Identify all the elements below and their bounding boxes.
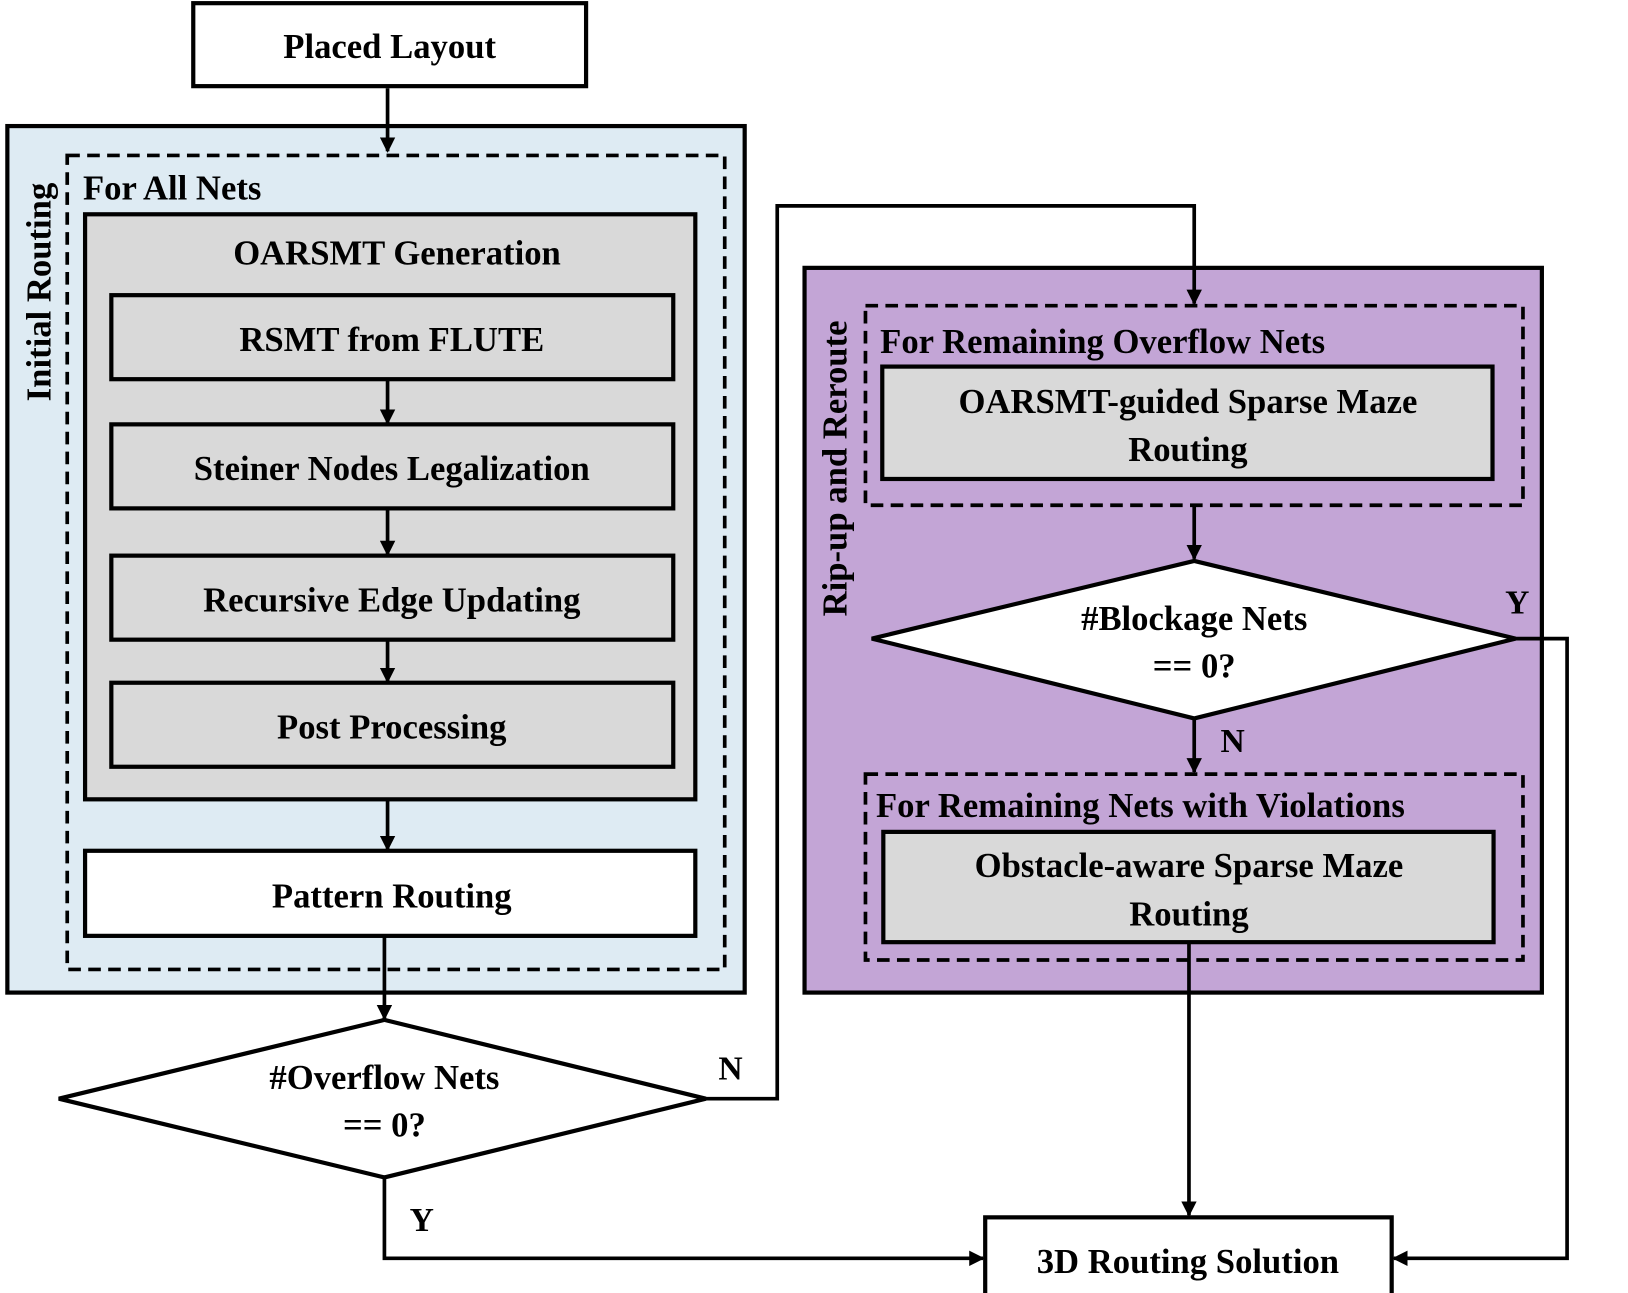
post-processing-box bbox=[109, 680, 676, 769]
overflow-yes-label: Y bbox=[410, 1202, 434, 1239]
blockage-no-label: N bbox=[1220, 723, 1244, 760]
post-processing-label: Post Processing bbox=[277, 708, 506, 746]
overflow-decision-diamond bbox=[58, 1017, 707, 1180]
obstacle-aware-label-line2: Routing bbox=[1129, 895, 1248, 933]
arrow-blockage-yes bbox=[1392, 636, 1569, 1267]
for-all-nets-label: For All Nets bbox=[83, 170, 261, 208]
obstacle-aware-label-line1: Obstacle-aware Sparse Maze bbox=[975, 847, 1404, 885]
blockage-yes-label: Y bbox=[1505, 584, 1529, 621]
overflow-no-label: N bbox=[718, 1051, 742, 1088]
remaining-overflow-label: For Remaining Overflow Nets bbox=[880, 323, 1325, 361]
overflow-decision-line2: == 0? bbox=[343, 1106, 426, 1144]
rsmt-from-flute-box bbox=[109, 293, 676, 382]
blockage-decision-line2: == 0? bbox=[1153, 647, 1236, 685]
remaining-violations-loop bbox=[863, 772, 1525, 962]
routing-solution-label: 3D Routing Solution bbox=[1037, 1243, 1339, 1281]
rip-up-reroute-title: Rip-up and Reroute bbox=[817, 321, 855, 617]
oarsmt-guided-label-line1: OARSMT-guided Sparse Maze bbox=[958, 383, 1417, 421]
routing-solution-node: 3D Routing Solution bbox=[983, 1215, 1394, 1293]
recursive-edge-label: Recursive Edge Updating bbox=[203, 581, 580, 619]
connectors bbox=[376, 88, 1569, 1267]
obstacle-aware-box bbox=[881, 829, 1496, 945]
placed-layout-label: Placed Layout bbox=[283, 28, 496, 66]
remaining-overflow-loop bbox=[863, 303, 1525, 508]
overflow-decision-line1: #Overflow Nets bbox=[269, 1059, 499, 1097]
steiner-legalization-label: Steiner Nodes Legalization bbox=[194, 450, 590, 488]
remaining-violations-label: For Remaining Nets with Violations bbox=[876, 787, 1405, 825]
blockage-decision-line1: #Blockage Nets bbox=[1081, 600, 1307, 638]
rip-up-reroute-group: Rip-up and Reroute For Remaining Overflo… bbox=[802, 265, 1544, 995]
oarsmt-generation-label: OARSMT Generation bbox=[233, 235, 561, 273]
initial-routing-group: Initial Routing For All Nets OARSMT Gene… bbox=[5, 123, 747, 995]
placed-layout-box bbox=[191, 1, 589, 89]
oarsmt-guided-label-line2: Routing bbox=[1128, 431, 1247, 469]
recursive-edge-box bbox=[109, 553, 676, 642]
oarsmt-guided-box bbox=[880, 364, 1495, 482]
for-all-nets-loop bbox=[65, 153, 727, 972]
rsmt-from-flute-label: RSMT from FLUTE bbox=[239, 321, 544, 359]
overflow-decision-node: #Overflow Nets == 0? bbox=[58, 1017, 707, 1180]
pattern-routing-label: Pattern Routing bbox=[272, 878, 512, 916]
routing-solution-box bbox=[983, 1215, 1394, 1293]
arrow-overflow-yes bbox=[382, 1177, 985, 1267]
pattern-routing-box bbox=[82, 848, 698, 938]
placed-layout-node: Placed Layout bbox=[191, 1, 589, 89]
blockage-decision-diamond bbox=[871, 558, 1517, 721]
initial-routing-title: Initial Routing bbox=[20, 183, 58, 402]
steiner-legalization-box bbox=[109, 422, 676, 511]
arrow-overflow-no bbox=[705, 204, 1202, 1101]
